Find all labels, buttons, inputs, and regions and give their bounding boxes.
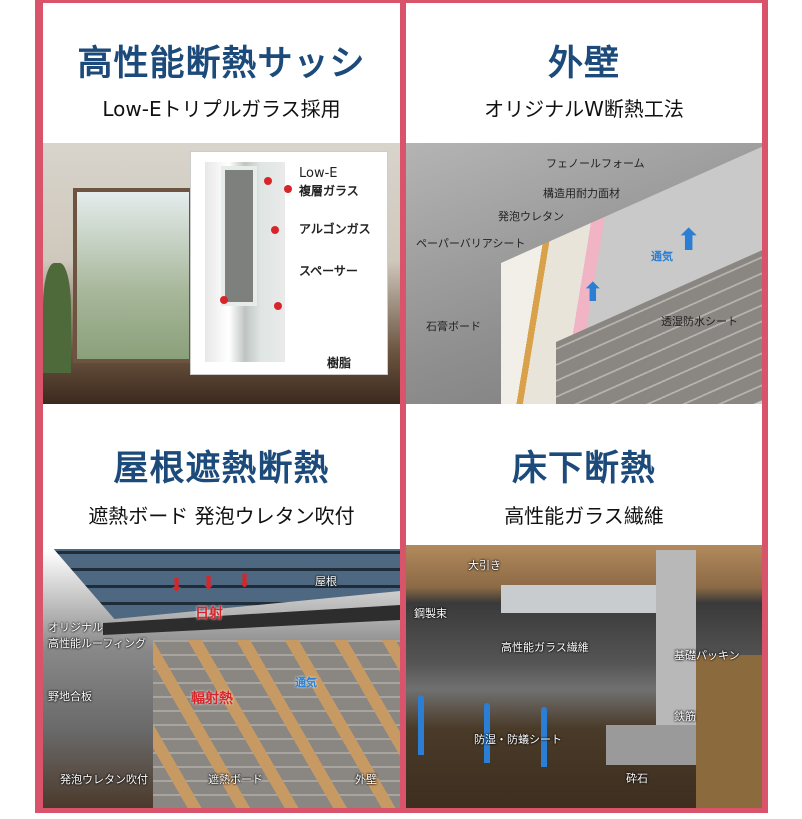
- label-roof: 屋根: [315, 575, 337, 588]
- panel-header: 高性能断熱サッシ Low-Eトリプルガラス採用: [43, 3, 400, 143]
- panel-roof-insulation: 屋根遮熱断熱 遮熱ボード 発泡ウレタン吹付 ⬇ ⬇ ⬇ 屋根 日射 オリジナル …: [43, 404, 400, 808]
- label-argon-gas: アルゴンガス: [299, 222, 371, 236]
- sash-diagram: Low-E 複層ガラス アルゴンガス スペーサー 樹脂: [190, 151, 388, 375]
- up-arrow-icon: ⬆: [676, 223, 702, 258]
- label-structural-panel: 構造用耐力面材: [543, 187, 620, 200]
- panel-subtitle: 遮熱ボード 発泡ウレタン吹付: [88, 504, 355, 528]
- room-window-photo: Low-E 複層ガラス アルゴンガス スペーサー 樹脂: [43, 143, 400, 404]
- spacer-dot: [274, 302, 282, 310]
- underfloor-diagram: 大引き 鋼製束 高性能ガラス繊維 基礎パッキン 鉄筋 防湿・防蟻シート 砕石: [406, 545, 762, 808]
- rafters: [153, 640, 400, 808]
- moisture-arrow-icon: [541, 707, 547, 767]
- down-arrow-icon: ⬇: [201, 573, 217, 594]
- label-heat-shield-board: 遮熱ボード: [208, 773, 263, 786]
- moisture-arrow-icon: [418, 695, 424, 755]
- label-gravel: 砕石: [626, 772, 648, 785]
- label-solar-radiation: 日射: [195, 606, 223, 622]
- label-ventilation: 通気: [651, 250, 673, 263]
- panel-underfloor-insulation: 床下断熱 高性能ガラス繊維 大引き 鋼製束 高性能ガラス繊維 基礎パッキン 鉄筋…: [406, 404, 762, 808]
- label-original: オリジナル: [48, 621, 103, 634]
- label-spacer: スペーサー: [299, 264, 358, 278]
- label-rebar: 鉄筋: [674, 710, 696, 723]
- label-roofing: 高性能ルーフィング: [48, 637, 147, 650]
- label-radiant-heat: 輻射熱: [191, 691, 233, 707]
- glass-pane: [221, 166, 257, 306]
- label-sleeper-beam: 大引き: [468, 559, 501, 572]
- panel-header: 床下断熱 高性能ガラス繊維: [406, 404, 762, 545]
- panel-subtitle: Low-Eトリプルガラス採用: [102, 97, 341, 121]
- panel-subtitle: 高性能ガラス繊維: [504, 504, 664, 528]
- resin-dot: [220, 296, 228, 304]
- label-gypsum-board: 石膏ボード: [426, 320, 481, 333]
- glass-fiber-batt: [501, 585, 656, 613]
- panel-header: 屋根遮熱断熱 遮熱ボード 発泡ウレタン吹付: [43, 404, 400, 545]
- panel-title: 外壁: [547, 44, 620, 84]
- label-steel-post: 鋼製束: [414, 607, 447, 620]
- label-urethane-spray: 発泡ウレタン吹付: [60, 773, 148, 786]
- label-exterior-wall: 外壁: [355, 773, 377, 786]
- label-ventilation: 通気: [295, 676, 317, 689]
- panel-exterior-wall: 外壁 オリジナルW断熱工法 ⬆ ⬆ フェノールフォーム 構造用耐力面材 発泡ウレ…: [406, 3, 762, 404]
- panel-subtitle: オリジナルW断熱工法: [484, 97, 684, 121]
- down-arrow-icon: ⬇: [237, 571, 253, 592]
- panel-title: 高性能断熱サッシ: [77, 44, 366, 84]
- label-phenol-foam: フェノールフォーム: [546, 157, 645, 170]
- panel-title: 屋根遮熱断熱: [113, 449, 330, 489]
- label-resin: 樹脂: [327, 356, 352, 370]
- glass-dot: [284, 185, 292, 193]
- panel-header: 外壁 オリジナルW断熱工法: [406, 3, 762, 143]
- label-plywood: 野地合板: [48, 690, 92, 703]
- low-e-dot: [264, 177, 272, 185]
- roof-diagram: ⬇ ⬇ ⬇ 屋根 日射 オリジナル 高性能ルーフィング 野地合板 通気 輻射熱 …: [43, 545, 400, 808]
- plant: [43, 263, 71, 373]
- argon-dot: [271, 226, 279, 234]
- label-foundation-packing: 基礎パッキン: [674, 649, 740, 662]
- label-double-glass: 複層ガラス: [299, 184, 359, 198]
- label-low-e: Low-E: [299, 166, 338, 181]
- label-urethane-foam: 発泡ウレタン: [498, 210, 564, 223]
- soil: [696, 655, 762, 808]
- label-moisture-sheet: 透湿防水シート: [661, 315, 738, 328]
- wall-diagram: ⬆ ⬆ フェノールフォーム 構造用耐力面材 発泡ウレタン ペーパーバリアシート …: [406, 129, 762, 404]
- label-paper-barrier: ペーパーバリアシート: [416, 237, 526, 250]
- panel-window-sash: 高性能断熱サッシ Low-Eトリプルガラス採用 Low-E 複層ガラス アルゴン…: [43, 3, 400, 404]
- label-glass-fiber: 高性能ガラス繊維: [501, 641, 589, 654]
- panel-title: 床下断熱: [511, 449, 656, 489]
- sliding-window: [73, 188, 193, 363]
- label-moisture-termite-sheet: 防湿・防蟻シート: [474, 733, 562, 746]
- up-arrow-icon: ⬆: [582, 278, 604, 308]
- moisture-arrow-icon: [484, 703, 490, 763]
- down-arrow-icon: ⬇: [169, 575, 185, 596]
- foundation-footing: [606, 725, 711, 765]
